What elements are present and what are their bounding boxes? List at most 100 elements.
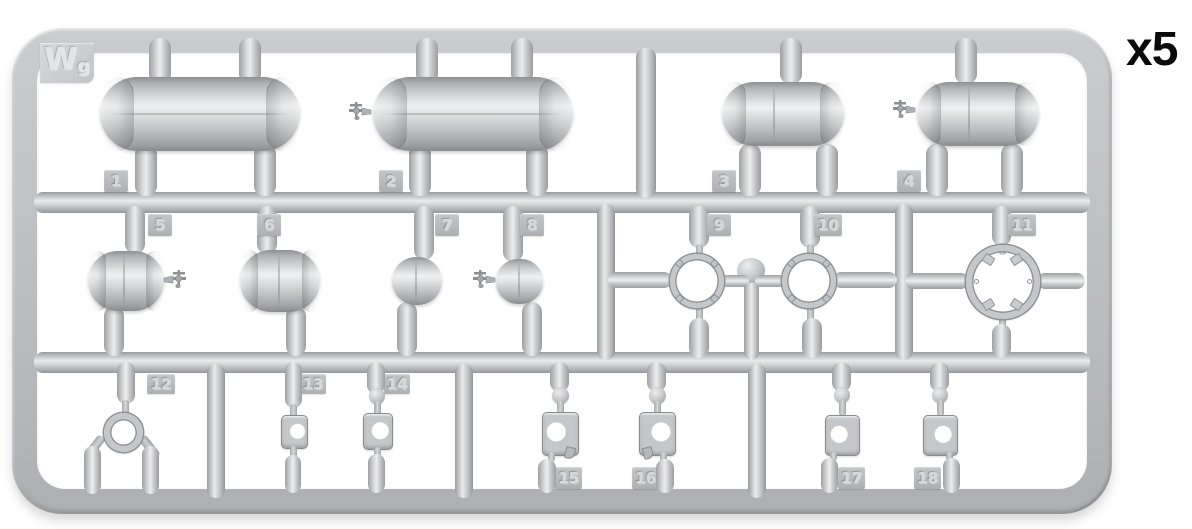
tank-cap-left <box>88 251 106 311</box>
ring-link <box>721 275 749 287</box>
tank-cap-right <box>302 250 320 312</box>
runner-divider-bottom-3 <box>748 364 766 498</box>
part-number-tag-17: 17 <box>838 467 865 489</box>
part-16-bracket-clamp <box>639 412 676 461</box>
part-number-tag-15: 15 <box>555 467 582 489</box>
tank-cap-left <box>240 250 258 312</box>
part-number-tag-8: 8 <box>520 214 544 236</box>
sprue-gate <box>930 362 949 392</box>
ring-tab <box>981 252 996 267</box>
part-18-bracket-clamp <box>923 415 958 456</box>
part-number-tag-5: 5 <box>148 214 172 236</box>
tank-seam <box>415 260 417 302</box>
sprue-gate <box>285 455 301 493</box>
quantity-label: x5 <box>1126 23 1178 76</box>
part-number-tag-10: 10 <box>814 214 842 236</box>
part-3-medium-tank <box>722 82 844 146</box>
gate-neck <box>839 400 846 416</box>
sprue-gate <box>503 206 523 262</box>
sprue-gate <box>943 458 960 493</box>
runner-divider-mid-right <box>895 204 913 360</box>
sprue-gate <box>397 302 417 356</box>
sprue-code-sub: g <box>77 56 90 77</box>
part-9-mounting-ring <box>670 254 724 308</box>
sprue-gate <box>239 38 261 84</box>
tank-cap-right <box>1015 82 1039 146</box>
part-number-tag-13: 13 <box>300 374 326 394</box>
ring-link <box>1037 273 1085 289</box>
sprue-gate <box>104 306 124 356</box>
ring-link <box>905 273 969 289</box>
sprue-gate <box>368 454 385 493</box>
part-number-tag-9: 9 <box>707 214 731 236</box>
part-number-tag-3: 3 <box>712 170 736 192</box>
part-number-tag-16: 16 <box>632 467 659 489</box>
bracket-leg <box>84 446 101 494</box>
part-6-small-tank <box>240 250 320 312</box>
gate-neck <box>374 401 381 416</box>
gate-neck <box>830 452 837 461</box>
gate-neck <box>548 452 555 462</box>
sprue-gate <box>992 206 1011 246</box>
part-number-tag-18: 18 <box>914 467 941 489</box>
sprue-gate <box>926 144 948 196</box>
runner-bar-row1 <box>34 192 1090 213</box>
part-11-large-mounting-ring <box>966 245 1040 319</box>
part-13-small-pipe-clamp <box>281 415 308 449</box>
part-number-tag-1: 1 <box>104 170 128 192</box>
sprue-gate <box>1001 144 1023 196</box>
part-number-tag-12: 12 <box>147 374 175 394</box>
part-4-medium-tank <box>917 82 1039 146</box>
sprue-gate <box>367 362 385 394</box>
part-10-mounting-ring <box>782 254 836 308</box>
part-8-mini-tank <box>496 259 543 304</box>
sprue-gate <box>286 306 306 356</box>
tank-seam <box>278 253 281 309</box>
part-12-ring-bracket <box>104 413 143 452</box>
gate-neck <box>654 401 661 414</box>
sprue-gate <box>550 362 569 392</box>
gate-ball <box>932 387 948 403</box>
gate-neck <box>696 244 703 257</box>
gate-neck <box>696 306 703 322</box>
sprue-gate <box>832 362 851 392</box>
gate-ball <box>834 387 850 403</box>
sprue-gate <box>416 38 438 84</box>
gate-ball <box>649 387 666 404</box>
sprue-gate <box>117 362 135 404</box>
tank-cap-right <box>266 77 300 151</box>
part-5-small-tank <box>88 251 164 311</box>
ring-link <box>608 272 672 288</box>
sprue-gate <box>656 459 674 493</box>
gate-neck <box>122 400 129 416</box>
tank-cap-left <box>722 82 746 146</box>
valve-icon <box>473 270 496 288</box>
part-number-tag-4: 4 <box>897 170 921 192</box>
tank-seam <box>112 113 288 116</box>
tank-cap-right <box>539 77 573 151</box>
ring-tab <box>1009 252 1024 267</box>
tank-seam <box>122 254 125 308</box>
gate-neck <box>290 446 297 458</box>
gate-neck <box>946 452 953 461</box>
sprue-gate <box>816 144 838 196</box>
gate-neck <box>999 317 1006 329</box>
tank-seam <box>385 113 561 116</box>
sprue-gate <box>409 144 431 196</box>
sprue-gate <box>526 144 548 196</box>
gate-neck <box>807 306 814 322</box>
sprue-gate <box>522 302 542 356</box>
sprue-gate <box>689 206 709 248</box>
tank-cap-left <box>917 82 941 146</box>
part-number-tag-14: 14 <box>384 374 410 394</box>
tank-seam <box>968 85 971 143</box>
gate-neck <box>374 447 381 457</box>
part-15-bracket-clamp <box>542 412 579 461</box>
sprue-gate <box>149 38 171 84</box>
sprue-gate <box>780 38 802 84</box>
gate-neck <box>290 404 297 418</box>
sprue-gate <box>689 318 709 358</box>
runner-divider-top <box>636 48 656 198</box>
part-2-large-tank <box>373 77 573 151</box>
part-7-mini-tank <box>392 257 442 305</box>
